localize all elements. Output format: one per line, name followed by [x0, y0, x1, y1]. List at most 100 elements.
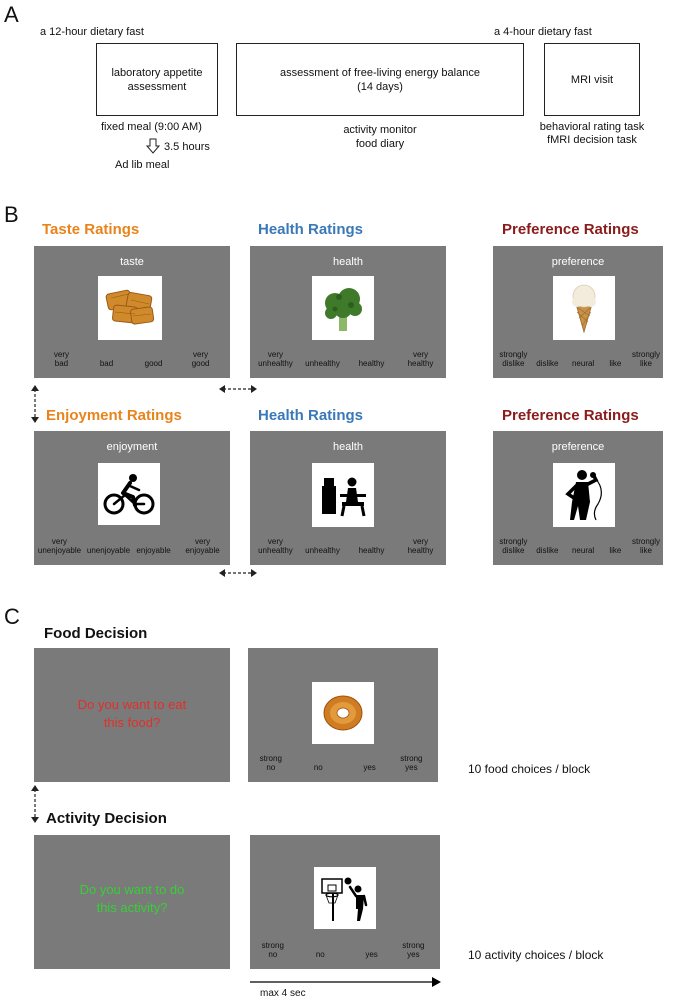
mri-visit-box: MRI visit [544, 43, 640, 116]
food-decision-scale: strong no no yes strong yes [248, 746, 438, 772]
scale-option: neural [571, 546, 595, 555]
lab-appetite-box: laboratory appetite assessment [96, 43, 218, 116]
fixed-meal-label: fixed meal (9:00 AM) [101, 121, 202, 133]
scale-option: good [144, 359, 163, 368]
scale-option: very unhealthy [258, 350, 293, 368]
food-diary-label: food diary [355, 138, 405, 150]
scale-option: strong no [259, 754, 282, 772]
scale-option: strongly dislike [499, 350, 528, 368]
food-question-screen: Do you want to eat this food? [34, 648, 230, 782]
preference-ratings-header-activity: Preference Ratings [502, 407, 639, 424]
preference-ratings-header: Preference Ratings [502, 221, 639, 238]
screen-title: preference [551, 441, 605, 453]
scale-option: like [609, 546, 622, 555]
sedentary-desk-icon [312, 463, 374, 527]
scale-option: no [313, 763, 323, 772]
time-label: max 4 sec [260, 988, 306, 999]
screen-title: enjoyment [106, 441, 158, 453]
preference-rating-screen-activity: preference strongly dislike dislike neur… [493, 431, 663, 565]
taste-rating-screen: taste very bad bad good very good [34, 246, 230, 378]
ice-cream-cone-image [553, 276, 615, 340]
basketball-icon [314, 867, 376, 929]
bagel-image [312, 682, 374, 744]
scale-option: unhealthy [305, 359, 340, 368]
preference-scale: strongly dislike dislike neural like str… [493, 342, 663, 368]
food-choices-count: 10 food choices / block [468, 762, 591, 776]
scale-option: healthy [358, 546, 385, 555]
panel-c-letter: C [4, 604, 20, 629]
scale-option: healthy [358, 359, 385, 368]
hours-label: 3.5 hours [164, 141, 210, 153]
scale-option: very enjoyable [185, 537, 220, 555]
panel-a-letter: A [4, 2, 19, 27]
screen-title: preference [551, 256, 605, 268]
scale-option: strong no [261, 941, 284, 959]
enjoyment-scale: very unenjoyable unenjoyable enjoyable v… [34, 529, 230, 555]
activity-decision-scale: strong no no yes strong yes [250, 933, 440, 959]
health-rating-screen-activity: health very unhealthy unhealthy healthy … [250, 431, 446, 565]
broccoli-image [312, 276, 374, 340]
scale-option: dislike [536, 359, 559, 368]
cycling-icon [98, 463, 160, 525]
scale-option: unhealthy [305, 546, 340, 555]
horizontal-dashed-arrow-icon [219, 569, 257, 577]
fast-4-label: a 4-hour dietary fast [494, 26, 592, 38]
scale-option: very healthy [407, 537, 434, 555]
health-rating-screen-food: health very unhealthy unhealthy healthy … [250, 246, 446, 378]
screen-title: health [333, 441, 363, 453]
health-scale: very unhealthy unhealthy healthy very he… [250, 342, 446, 368]
rating-task-label: behavioral rating task [539, 121, 645, 133]
vertical-dashed-arrow-icon [31, 785, 39, 823]
fmri-task-label: fMRI decision task [547, 134, 637, 146]
enjoyment-ratings-header: Enjoyment Ratings [46, 407, 182, 424]
taste-scale: very bad bad good very good [34, 342, 230, 368]
scale-option: unenjoyable [86, 546, 131, 555]
scale-option: neural [571, 359, 595, 368]
energy-balance-box: assessment of free-living energy balance… [236, 43, 524, 116]
food-question-text: Do you want to eat this food? [77, 697, 187, 730]
activity-question-text: Do you want to do this activity? [79, 882, 185, 915]
scale-option: enjoyable [136, 546, 171, 555]
activity-monitor-label: activity monitor [343, 124, 417, 136]
fast-12-label: a 12-hour dietary fast [40, 26, 144, 38]
vertical-dashed-arrow-icon [31, 385, 39, 423]
scale-option: very unenjoyable [37, 537, 82, 555]
panel-b-letter: B [4, 202, 19, 227]
adlib-meal-label: Ad lib meal [115, 159, 170, 171]
screen-title: taste [120, 256, 144, 268]
scale-option: no [315, 950, 325, 959]
screen-title: health [333, 256, 363, 268]
taste-ratings-header: Taste Ratings [42, 221, 140, 238]
food-decision-header: Food Decision [44, 625, 148, 642]
scale-option: bad [99, 359, 114, 368]
health-ratings-header: Health Ratings [258, 221, 364, 238]
food-choice-screen: strong no no yes strong yes [248, 648, 438, 782]
down-arrow-icon [146, 138, 160, 154]
scale-option: very unhealthy [258, 537, 293, 555]
scale-option: like [609, 359, 622, 368]
health-scale-activity: very unhealthy unhealthy healthy very he… [250, 529, 446, 555]
horizontal-dashed-arrow-icon [219, 385, 257, 393]
time-arrow-icon [250, 977, 441, 987]
activity-question-screen: Do you want to do this activity? [34, 835, 230, 969]
scale-option: strongly like [631, 350, 660, 368]
scale-option: very healthy [407, 350, 434, 368]
activity-decision-header: Activity Decision [46, 810, 167, 827]
scale-option: strongly like [631, 537, 660, 555]
waffles-image [98, 276, 162, 340]
enjoyment-rating-screen: enjoyment very unenjoyable unenjoyable e… [34, 431, 230, 565]
scale-option: strong yes [402, 941, 425, 959]
scale-option: strong yes [400, 754, 423, 772]
scale-option: yes [365, 950, 378, 959]
preference-rating-screen-food: preference strongly dislike dislike neur… [493, 246, 663, 378]
scale-option: strongly dislike [499, 537, 528, 555]
singing-icon [553, 463, 615, 527]
activity-choices-count: 10 activity choices / block [468, 948, 604, 962]
health-ratings-header-activity: Health Ratings [258, 407, 364, 424]
scale-option: very good [191, 350, 210, 368]
activity-choice-screen: strong no no yes strong yes [250, 835, 440, 969]
scale-option: yes [363, 763, 376, 772]
scale-option: very bad [53, 350, 69, 368]
preference-scale-activity: strongly dislike dislike neural like str… [493, 529, 663, 555]
scale-option: dislike [536, 546, 559, 555]
